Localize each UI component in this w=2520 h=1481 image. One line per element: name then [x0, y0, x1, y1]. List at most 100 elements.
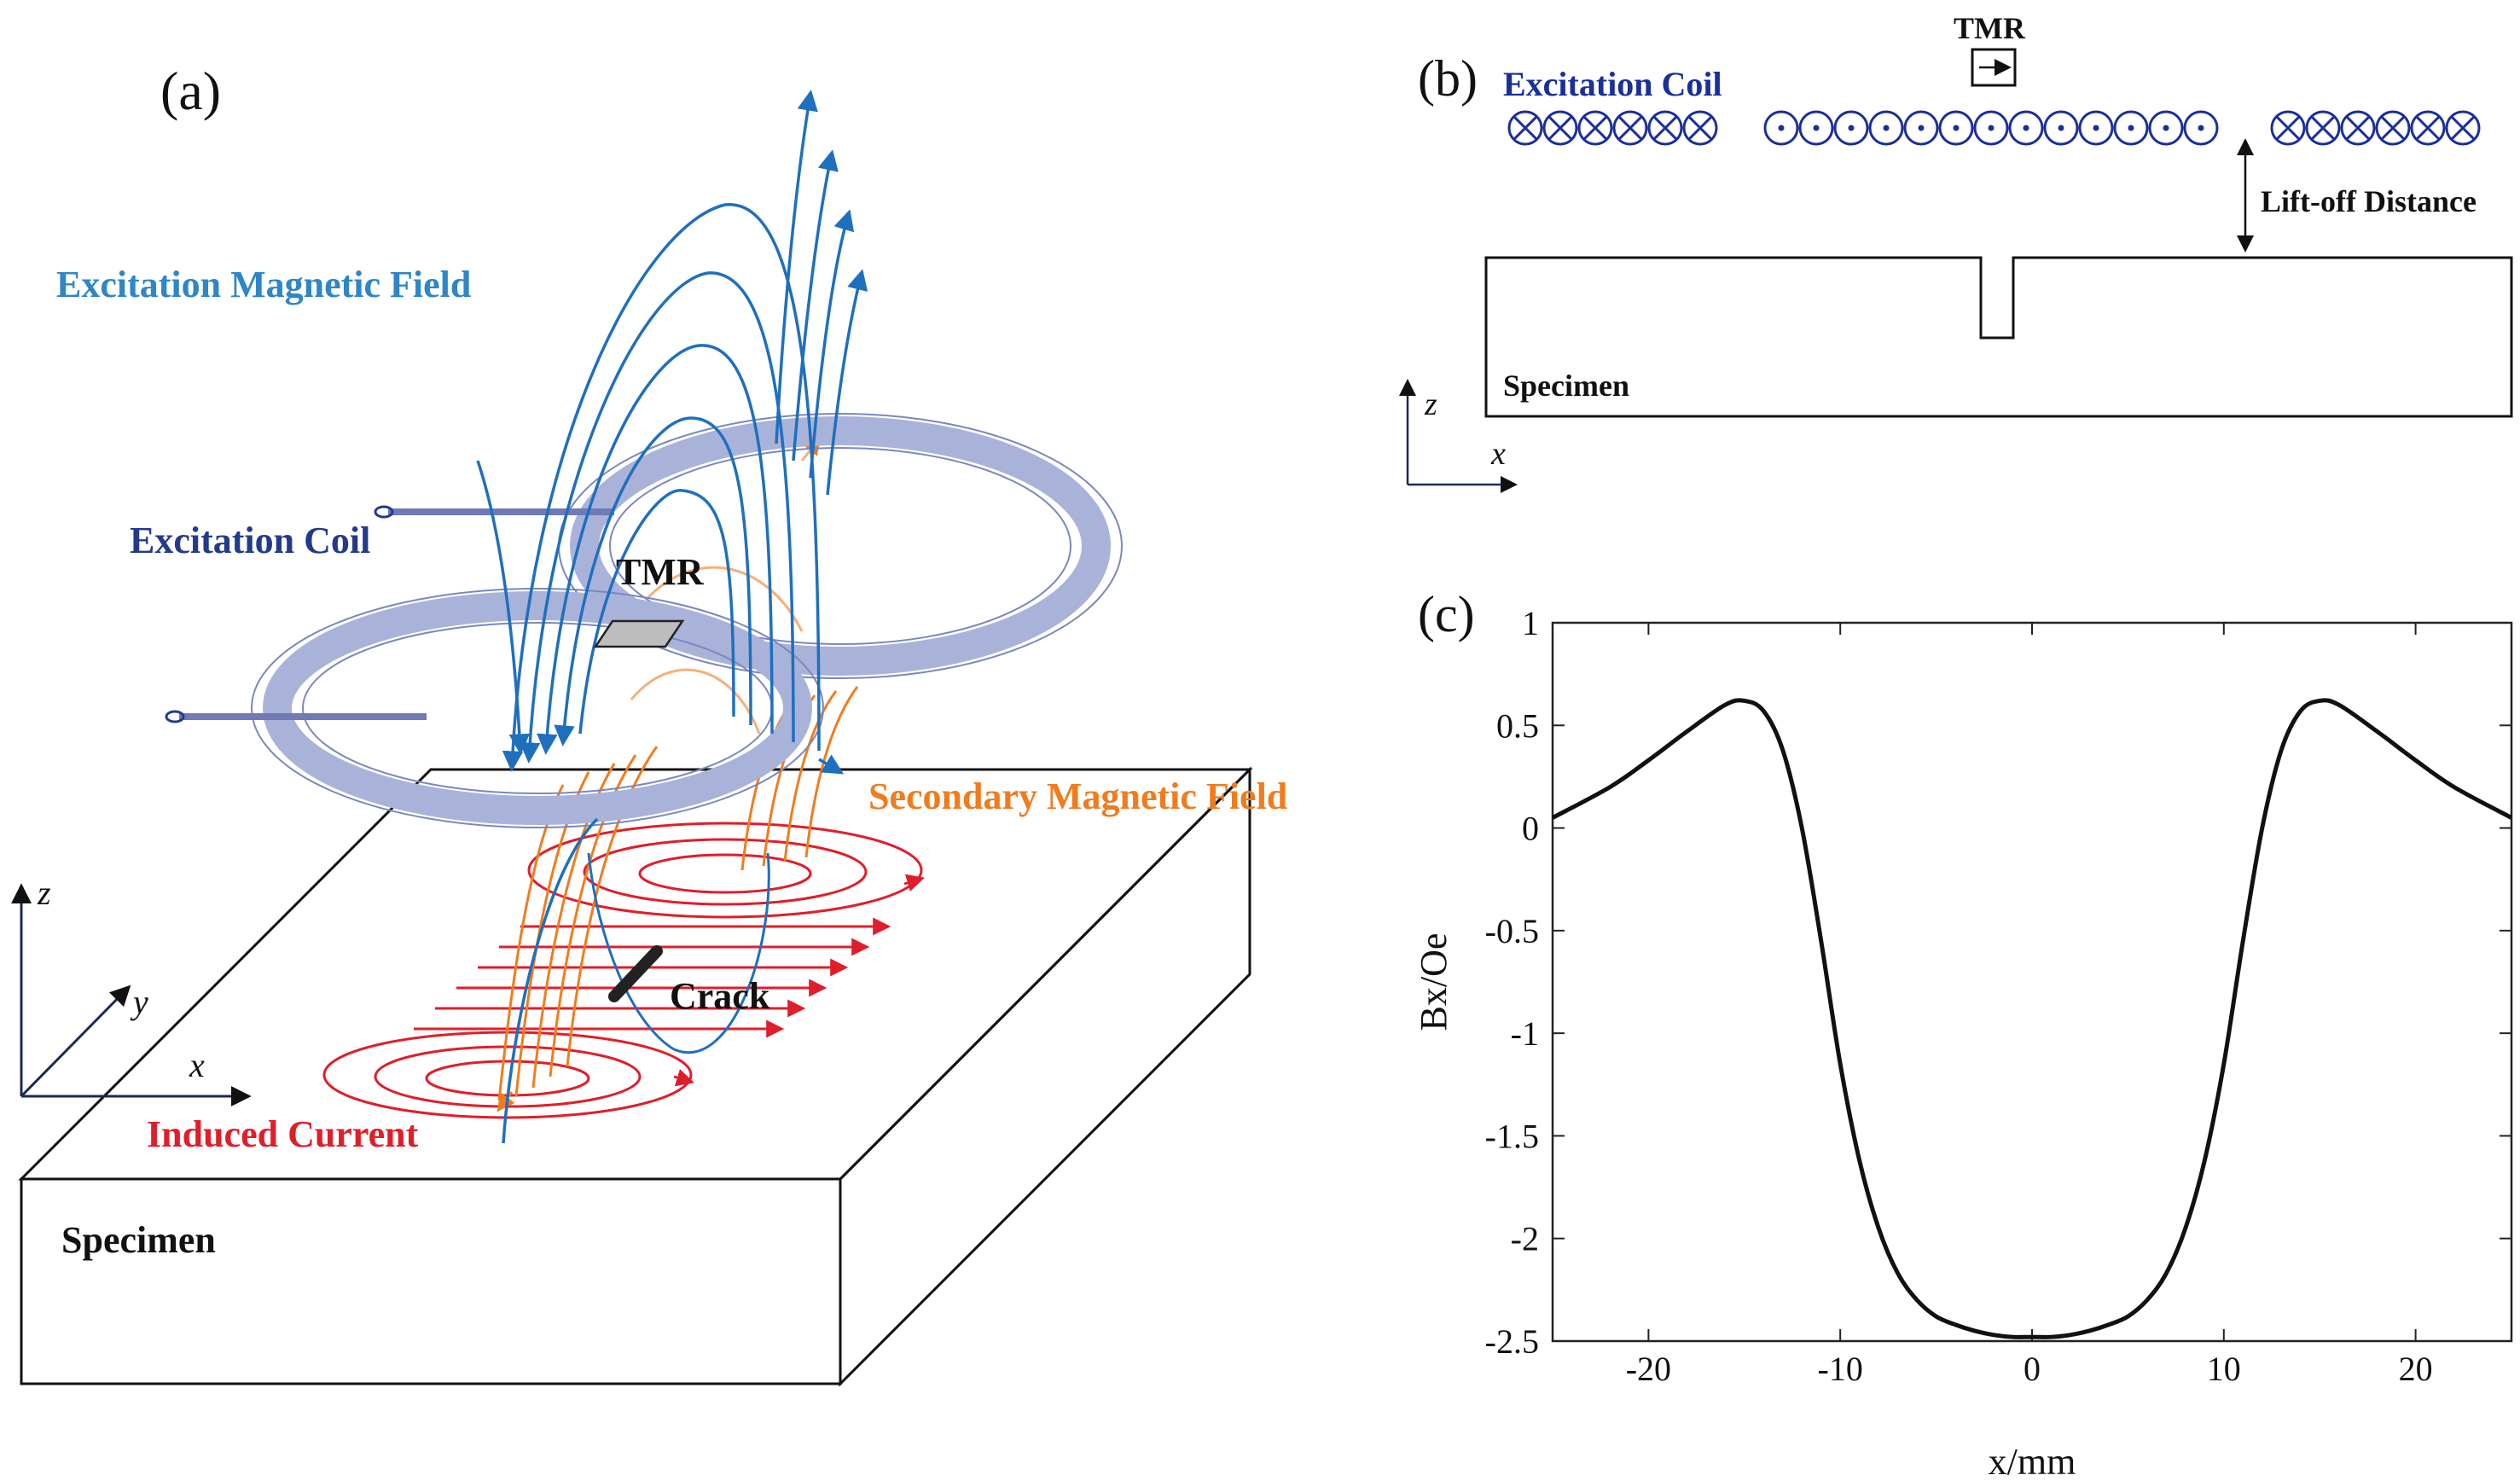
coil-symbol-out-of-page: [1903, 110, 1939, 146]
coil-symbol-ring: [1868, 110, 1904, 146]
axis-x-label-b: x: [1490, 436, 1506, 472]
panel-a-tag: (a): [160, 61, 221, 121]
liftoff-label: Lift-off Distance: [2261, 184, 2476, 218]
coil-symbol-ring: [1798, 110, 1834, 146]
excitation-field-line: [826, 269, 868, 496]
excitation-field-line: [554, 416, 752, 746]
x-tick-label: 10: [2207, 1350, 2241, 1388]
secondary-field-line: [566, 746, 659, 1067]
specimen-label-a: Specimen: [61, 1219, 216, 1261]
tmr-label-a: TMR: [616, 551, 705, 593]
coil-symbol-ring: [1763, 110, 1799, 146]
coil-symbol-cross: [1617, 115, 1643, 141]
coil-symbol-ring: [1507, 110, 1543, 146]
excitation-coil-graphic: [165, 413, 1123, 828]
axes-a: [10, 883, 252, 1106]
induced-current-label: Induced Current: [147, 1113, 419, 1155]
coil-symbol-ring: [2410, 110, 2446, 146]
coil-symbol-into-page: [1542, 110, 1578, 146]
secondary-field-label: Secondary Magnetic Field: [868, 775, 1287, 817]
coil-symbol-cross: [2310, 115, 2336, 141]
x-tick-label: 20: [2399, 1350, 2433, 1388]
excitation-field: [476, 90, 868, 1144]
axis-x-label-a: x: [189, 1046, 205, 1084]
crack: [608, 945, 663, 1002]
excitation-field-line: [519, 271, 795, 764]
coil-symbol-ring: [2445, 110, 2481, 146]
coil-symbol-ring: [1542, 110, 1578, 146]
coil-symbol-out-of-page: [1868, 110, 1904, 146]
y-axis-label: Bx/Oe: [1413, 933, 1455, 1031]
coil-cross-section: [1507, 110, 2481, 146]
coil-symbol-ring: [2270, 110, 2306, 146]
coil-symbol-dot: [2023, 125, 2029, 131]
coil-symbol-ring: [2183, 110, 2219, 146]
x-axis-label: x/mm: [1989, 1441, 2076, 1481]
coil-symbol-dot: [1988, 125, 1995, 131]
y-tick-label: -2.5: [1485, 1322, 1539, 1361]
coil-symbol-ring: [1973, 110, 2009, 146]
coil-lower-turns: [251, 588, 824, 828]
coil-symbol-dot: [2163, 125, 2169, 131]
coil-symbol-dot: [2128, 125, 2134, 131]
coil-symbol-dot: [1813, 125, 1820, 131]
specimen-profile-b: [1484, 256, 2513, 418]
excitation-field-label: Excitation Magnetic Field: [56, 264, 471, 305]
eddy-loop-upper: [583, 838, 868, 906]
y-tick-label: 0: [1522, 810, 1539, 848]
eddy-arrow: [903, 874, 926, 892]
coil-symbol-cross: [2345, 115, 2371, 141]
secondary-field-line: [496, 1091, 515, 1112]
coil-symbol-dot: [1778, 125, 1785, 131]
coil-symbol-ring: [2340, 110, 2376, 146]
coil-symbol-ring: [2305, 110, 2341, 146]
coil-symbol-cross: [2380, 115, 2406, 141]
coil-symbol-into-page: [2375, 110, 2411, 146]
excitation-field-line: [587, 852, 770, 1054]
coil-upper-turns: [570, 416, 1111, 676]
induced-current: [322, 822, 926, 1119]
coil-symbol-ring: [1938, 110, 1974, 146]
coil-symbol-into-page: [1682, 110, 1718, 146]
coil-symbol-dot: [2198, 125, 2204, 131]
excitation-coil-label-a: Excitation Coil: [130, 520, 370, 561]
coil-symbol-cross: [2415, 115, 2441, 141]
x-tick-label: -10: [1818, 1350, 1863, 1388]
axis-y-label-a: y: [130, 983, 148, 1021]
excitation-field-line: [502, 817, 599, 1144]
coil-symbol-ring: [1577, 110, 1613, 146]
specimen-front-face: [20, 1177, 842, 1385]
y-tick-label: 0.5: [1496, 706, 1539, 745]
panel-b: (b) Excitation Coil TMR Lift-off Distanc…: [1399, 11, 2513, 493]
coil-symbol-cross: [2275, 115, 2301, 141]
coil-symbol-cross: [1547, 115, 1573, 141]
coil-symbol-cross: [1687, 115, 1713, 141]
coil-symbol-into-page: [1647, 110, 1683, 146]
y-tick-label: -2: [1511, 1220, 1539, 1258]
x-tick-label: 0: [2024, 1350, 2041, 1388]
coil-symbol-ring: [1612, 110, 1648, 146]
excitation-field-line: [792, 149, 839, 462]
coil-symbol-dot: [1953, 125, 1960, 131]
coil-symbol-ring: [1903, 110, 1939, 146]
y-tick-label: 1: [1522, 604, 1539, 642]
secondary-field-line: [549, 754, 637, 1077]
excitation-field-line: [775, 90, 818, 444]
axis-y-a: [20, 984, 131, 1098]
secondary-field-line: [783, 690, 838, 862]
coil-symbol-cross: [1652, 115, 1678, 141]
axis-z-label-b: z: [1424, 386, 1437, 422]
specimen-block: [18, 766, 1253, 1387]
coil-symbol-ring: [1833, 110, 1869, 146]
eddy-loop-upper: [638, 853, 812, 894]
eddy-arrow: [673, 1069, 695, 1087]
specimen-label-b: Specimen: [1503, 369, 1629, 403]
tmr-sensor-a: [593, 619, 685, 648]
eddy-loop-upper: [527, 822, 923, 919]
excitation-coil-label-b: Excitation Coil: [1503, 65, 1722, 103]
coil-symbol-into-page: [2270, 110, 2306, 146]
plot-frame: [1551, 621, 2513, 1343]
coil-symbol-ring: [2148, 110, 2184, 146]
coil-symbol-ring: [2375, 110, 2411, 146]
